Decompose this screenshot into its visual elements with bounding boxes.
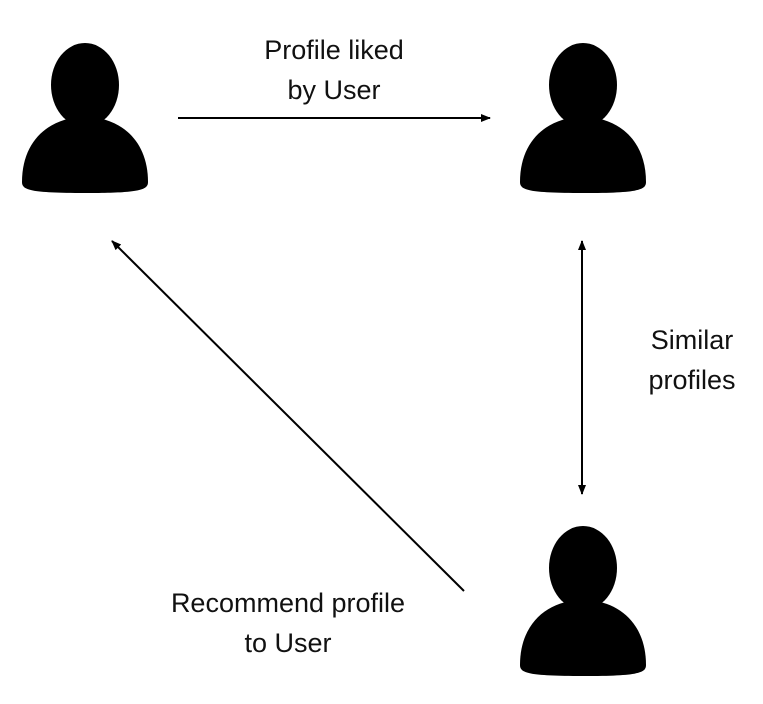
label-profile-liked-line1: Profile liked <box>264 35 404 65</box>
label-profile-liked-line2: by User <box>287 75 381 105</box>
label-recommend-profile-line1: Recommend profile <box>170 588 406 618</box>
person-icon-liked-profile <box>520 43 646 193</box>
label-recommend-profile: Recommend profile to User <box>128 583 448 663</box>
arrow-recommend <box>111 240 465 592</box>
person-icon-user <box>22 43 148 193</box>
label-profile-liked: Profile liked by User <box>214 30 454 110</box>
label-similar-profiles: Similar profiles <box>622 320 762 400</box>
label-similar-profiles-line2: profiles <box>648 365 736 395</box>
label-similar-profiles-line1: Similar <box>650 325 734 355</box>
label-recommend-profile-line2: to User <box>244 628 332 658</box>
person-icon-similar-profile <box>520 526 646 676</box>
